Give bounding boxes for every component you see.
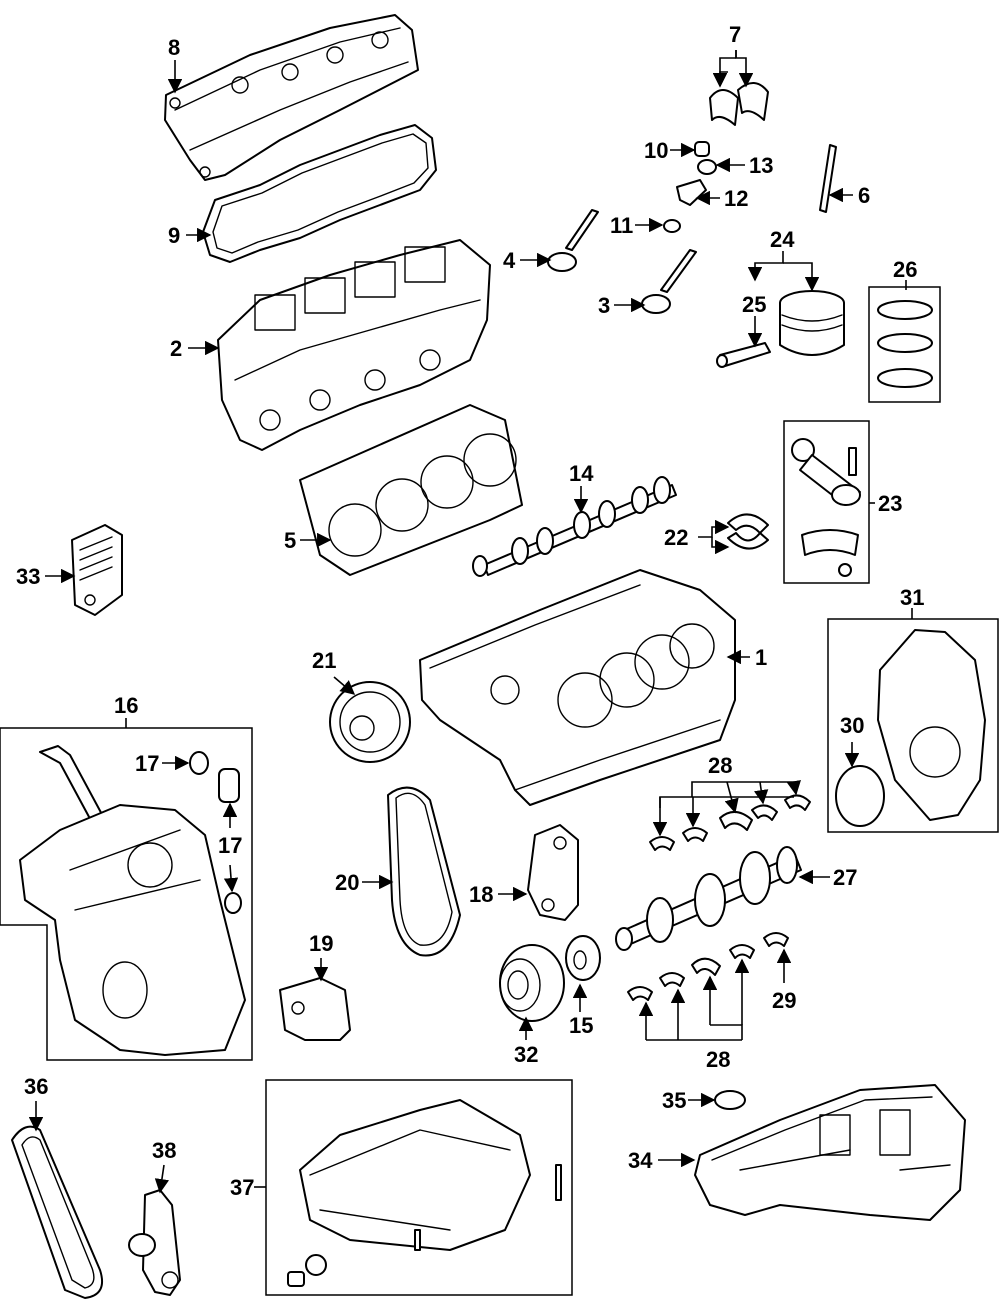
callout-19: 19 [309,931,333,956]
part-30-rear-seal [835,765,885,827]
callout-8: 8 [168,35,180,60]
part-28-lower-bearings [627,944,755,1001]
callout-26: 26 [893,257,917,282]
group-box-16 [0,727,253,1061]
part-17-seal-lower [224,892,242,914]
callout-12: 12 [724,186,748,211]
part-16-front-cover [19,745,246,1056]
part-5-head-gasket [299,404,523,576]
callout-34: 34 [628,1148,653,1173]
part-15-crank-sprocket [565,935,601,981]
callout-24: 24 [770,227,795,252]
callout-11: 11 [610,213,633,238]
part-37-oil-pan-upper [287,1099,562,1287]
part-33-oil-cooler [71,524,123,616]
part-32-crank-damper [499,944,565,1022]
callout-32: 32 [514,1042,538,1067]
part-11-retainer [663,219,681,233]
part-24-piston [779,290,845,356]
callout-25: 25 [742,292,766,317]
callout-1: 1 [755,645,767,670]
part-29-thrust-bearing [763,932,789,947]
callout-5: 5 [284,528,296,553]
callout-36: 36 [24,1074,48,1099]
callout-33: 33 [16,564,40,589]
part-38-belt-tensioner [128,1189,181,1296]
part-22-cam-bearings [727,513,769,550]
callout-22: 22 [664,525,688,550]
part-13-valve-seal [697,159,717,175]
part-14-camshaft [472,476,677,577]
part-12-rocker-arm [676,179,707,206]
callout-35: 35 [662,1088,686,1113]
callout-14: 14 [569,461,594,486]
callout-17b: 17 [218,833,242,858]
part-1-engine-block [419,569,736,806]
callout-28b: 28 [706,1047,730,1072]
part-8-valve-cover [164,14,419,181]
part-19-chain-tensioner [279,977,351,1041]
part-23-connecting-rod [791,438,861,577]
callout-30: 30 [840,713,864,738]
callout-10: 10 [644,138,668,163]
part-35-drain-cap [714,1090,746,1110]
part-20-timing-chain [387,786,461,957]
part-10-lifter [694,141,710,157]
part-4-valve [547,209,599,272]
part-7-valve-keepers [709,82,769,126]
part-31-rear-cover [877,629,986,821]
part-34-oil-pan [694,1084,966,1221]
callout-21: 21 [312,648,336,673]
callout-17a: 17 [135,751,159,776]
callout-9: 9 [168,223,180,248]
part-21-cam-phaser [329,681,411,763]
callout-4: 4 [503,248,516,273]
part-17-seal-upper [189,751,209,775]
callout-38: 38 [152,1138,176,1163]
callout-20: 20 [335,870,359,895]
callout-16: 16 [114,693,138,718]
callout-15: 15 [569,1013,593,1038]
callout-23: 23 [878,491,902,516]
callout-2: 2 [170,336,182,361]
part-25-piston-pin [716,342,771,368]
part-6-pushrod [819,144,837,213]
part-9-valve-cover-gasket [202,124,437,263]
part-18-tensioner-arm [527,824,579,921]
part-9-gasket-inner [212,133,429,254]
callout-7: 7 [729,22,741,47]
callout-6: 6 [858,183,870,208]
callout-29: 29 [772,988,796,1013]
callout-31: 31 [900,585,924,610]
part-3-valve [641,249,697,314]
callout-37: 37 [230,1175,254,1200]
group-box-26 [868,286,941,403]
callout-13: 13 [749,153,773,178]
callout-18: 18 [469,882,493,907]
part-28-upper-bearings [649,794,811,851]
part-17-gasket [218,768,240,803]
part-2-cylinder-head [217,239,491,451]
group-box-23 [783,420,870,584]
group-box-31 [827,618,999,833]
callout-28a: 28 [708,753,732,778]
part-27-crankshaft [615,846,802,951]
callout-27: 27 [833,865,857,890]
part-26-piston-rings [877,300,933,388]
callout-3: 3 [598,293,610,318]
part-36-drive-belt [11,1125,104,1299]
